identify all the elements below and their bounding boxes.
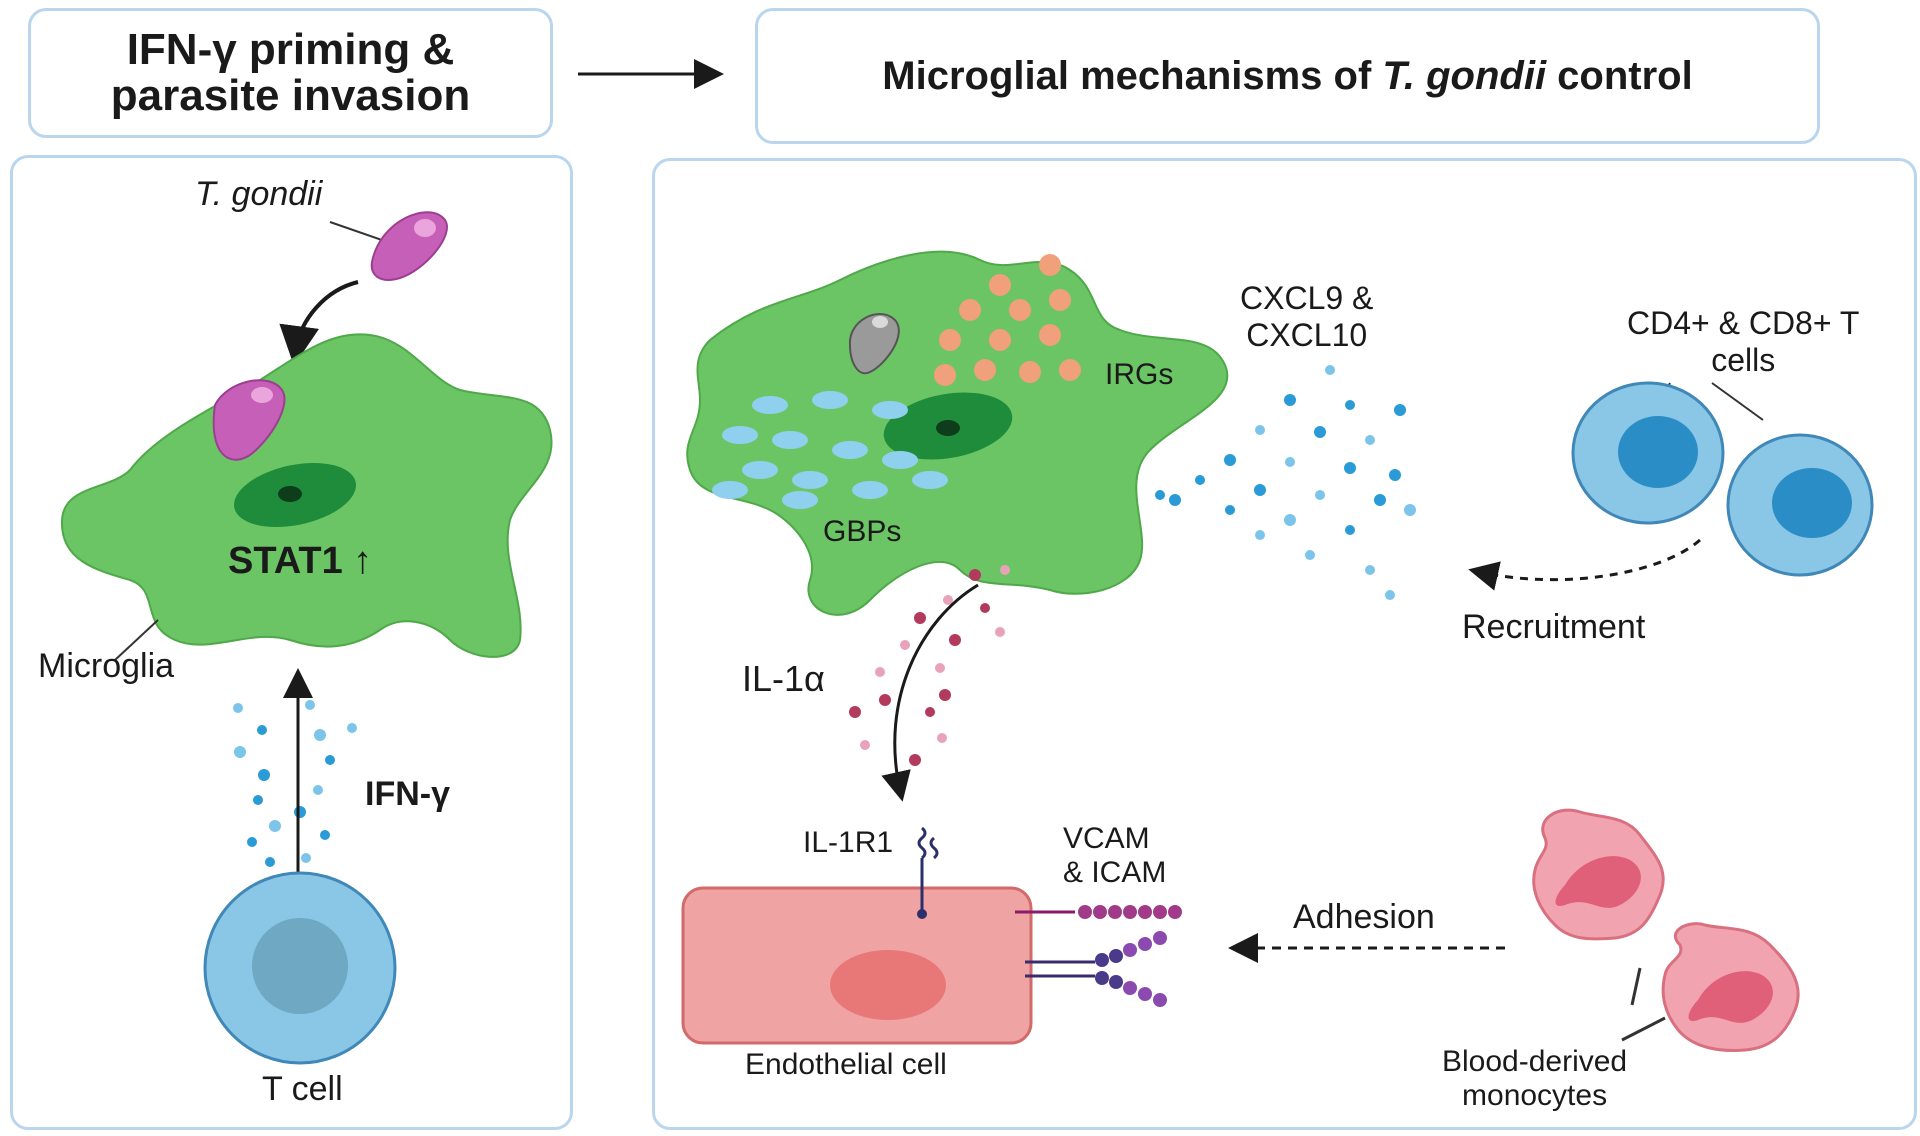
il1a-dots xyxy=(849,565,1010,766)
vcam-line2: & ICAM xyxy=(1063,856,1167,889)
vcam-icam-label: VCAM & ICAM xyxy=(1063,822,1166,890)
il1a-arrow xyxy=(881,583,979,802)
right-header-box: Microglial mechanisms of T. gondii contr… xyxy=(755,8,1820,144)
left-header-line2: parasite invasion xyxy=(110,71,471,120)
gbps-label: GBPs xyxy=(823,515,902,548)
recruitment-label: Recruitment xyxy=(1462,608,1646,646)
endothelial-label: Endothelial cell xyxy=(745,1048,947,1081)
cd-line1: CD4+ & CD8+ T xyxy=(1627,305,1860,341)
right-header-title: Microglial mechanisms of T. gondii contr… xyxy=(882,54,1693,98)
il1a-label: IL-1α xyxy=(742,658,825,699)
vcam-icam-receptors xyxy=(1015,905,1182,1007)
chemokine-dots xyxy=(1155,365,1416,600)
recruitment-arrow xyxy=(1468,538,1701,591)
monocytes-label: Blood-derived monocytes xyxy=(1442,1045,1627,1113)
microglia-cell-left xyxy=(60,333,553,658)
left-header-line1: IFN-γ priming & xyxy=(126,24,455,74)
microglia-pointer xyxy=(114,619,159,661)
ifn-gamma-dots xyxy=(233,700,357,887)
irg-cluster xyxy=(934,254,1081,386)
adhesion-label: Adhesion xyxy=(1293,898,1435,936)
microglia-label: Microglia xyxy=(38,647,175,685)
gbp-cluster xyxy=(712,391,948,509)
stat1-text: STAT1 xyxy=(228,540,343,582)
vcam-line1: VCAM xyxy=(1063,822,1150,855)
stat1-label: STAT1 ↑ xyxy=(228,540,372,583)
endothelial-cell xyxy=(681,826,1033,1045)
monocytes xyxy=(1532,808,1800,1052)
cd-t-cells-label: CD4+ & CD8+ T cells xyxy=(1627,305,1859,379)
cd-line2: cells xyxy=(1711,342,1776,378)
mono-line1: Blood-derived xyxy=(1442,1045,1628,1078)
cxcl-line2: CXCL10 xyxy=(1246,317,1368,353)
t-cell-left xyxy=(203,871,397,1065)
irgs-label: IRGs xyxy=(1105,358,1174,391)
ifn-gamma-label: IFN-γ xyxy=(365,775,450,813)
t-gondii-parasite xyxy=(329,211,448,281)
invasion-arrow xyxy=(279,280,359,366)
mono-line2: monocytes xyxy=(1462,1079,1608,1112)
t-gondii-label: T. gondii xyxy=(195,175,323,213)
t-cell-label: T cell xyxy=(262,1070,343,1108)
cd-t-cells xyxy=(1571,381,1874,577)
microglia-cell-right xyxy=(686,250,1229,616)
left-header-box: IFN-γ priming & parasite invasion xyxy=(28,8,553,138)
cxcl-line1: CXCL9 & xyxy=(1240,280,1374,316)
stat1-up-arrow: ↑ xyxy=(353,540,373,582)
il1r1-label: IL-1R1 xyxy=(803,826,894,859)
cxcl-label: CXCL9 & CXCL10 xyxy=(1240,280,1373,354)
